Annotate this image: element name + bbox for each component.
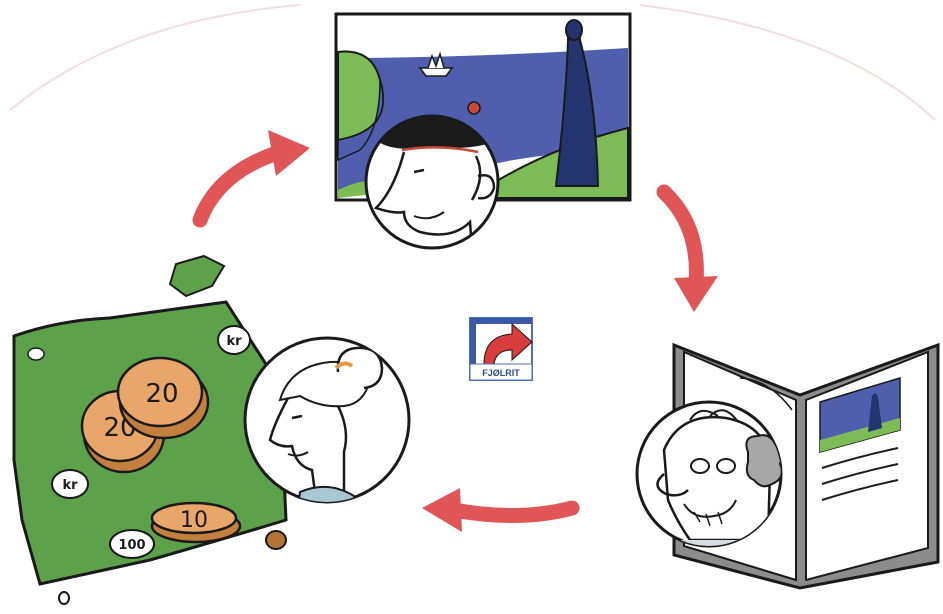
logo-text: FJØLRIT (482, 368, 520, 378)
arrow-money-to-painting (200, 130, 310, 220)
svg-text:kr: kr (62, 478, 78, 493)
fjolrit-logo-icon: FJØLRIT (470, 318, 532, 380)
svg-text:100: 100 (118, 538, 145, 553)
svg-text:20: 20 (145, 379, 178, 409)
note-label-kr: kr (218, 326, 250, 354)
coin-10: 10 (152, 503, 240, 542)
arrow-book-to-money (422, 488, 572, 532)
svg-text:10: 10 (180, 508, 208, 533)
note-label-kr: kr (52, 470, 88, 498)
background-arc (640, 5, 935, 120)
svg-text:kr: kr (226, 334, 242, 349)
background-arc (10, 5, 300, 110)
note-label-100: 100 (110, 530, 154, 558)
arrow-painting-to-book (664, 192, 718, 312)
